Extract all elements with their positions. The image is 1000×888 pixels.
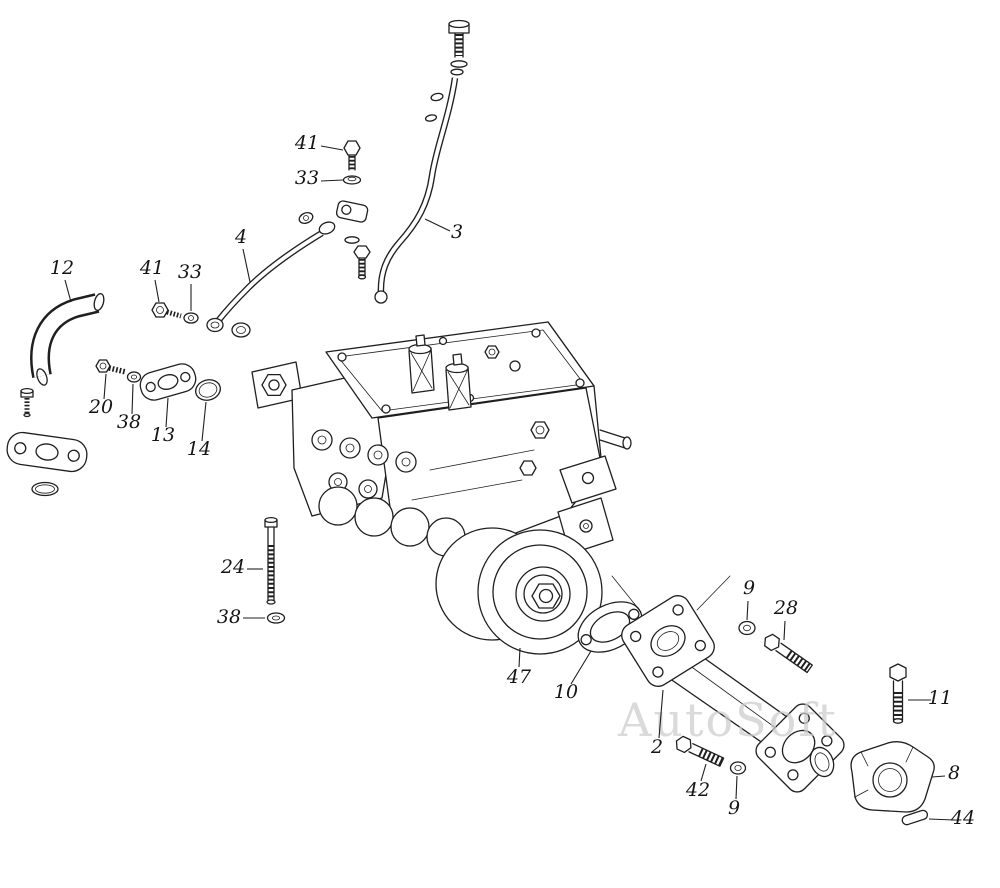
part-bolt-11 [889,663,907,724]
callout-label-2-15: 2 [650,736,663,758]
part-drive-coupling-47 [435,527,603,655]
callout-label-41-0: 41 [294,132,319,154]
callout-leader-14-10 [201,401,207,442]
part-banjo-fitting [335,200,369,223]
part-outlet-ring [809,746,835,778]
callout-leader-3-2 [424,218,451,232]
part-stud-24 [264,516,278,605]
callout-leader-12-4 [64,279,72,303]
callout-leader-20-7 [103,373,107,400]
callout-label-11-20: 11 [928,687,952,709]
part-banjo-bolt-lower [344,236,371,280]
part-top-banjo-bolt [448,19,470,76]
callout-label-12-4: 12 [50,257,74,279]
watermark-text: AutoSoft [617,693,838,747]
part-hose-12 [30,293,105,386]
callout-leader-10-14 [570,650,592,685]
part-washer-9-upper [738,620,756,636]
part-elbow-pipe-2 [611,575,845,793]
callout-label-8-21: 8 [948,762,960,784]
callout-leader-4-3 [242,248,251,283]
callout-leader-44-22 [928,818,955,821]
part-bolt-20 [95,359,127,375]
callout-label-42-16: 42 [685,779,710,801]
part-washer-38-left [126,371,142,383]
part-injector-tower-right [445,353,472,411]
part-bolt-28 [764,633,813,674]
part-clamp-8 [850,741,935,813]
callout-leader-28-19 [783,620,786,641]
part-gasket-14 [195,379,221,401]
callout-label-38-8: 38 [117,411,141,433]
part-key-44 [901,809,929,826]
callout-leader-2-15 [658,689,664,739]
part-bolt-left-small [20,387,34,418]
callout-leader-47-13 [518,647,521,668]
part-flange-plate-left [6,431,88,473]
callout-leader-38-8 [131,383,134,415]
callout-leader-41-5 [154,279,160,303]
callout-label-47-13: 47 [506,666,532,688]
callout-leader-33-1 [320,179,344,182]
callout-label-4-3: 4 [234,226,247,248]
part-flange-front [621,595,715,687]
callout-label-9-17: 9 [728,797,740,819]
part-washer-9-lower [729,761,747,775]
part-injector-tower-left [408,334,435,394]
callout-leader-8-21 [931,775,946,778]
callout-label-28-19: 28 [773,597,798,619]
callout-label-33-1: 33 [295,167,319,189]
callout-leader-13-9 [165,397,169,428]
callout-leader-9-17 [735,775,738,800]
callout-label-10-14: 10 [554,681,578,703]
part-washer-33-upper [342,175,362,185]
callout-leader-42-16 [700,763,707,782]
part-bolt-42 [675,735,725,767]
callout-label-41-5: 41 [139,257,164,279]
callout-label-3-2: 3 [451,221,463,243]
callout-label-44-22: 44 [950,807,975,829]
callout-label-24-11: 24 [220,556,245,578]
callout-label-20-7: 20 [88,396,113,418]
part-bolt-41-upper [343,140,361,171]
callout-leader-41-0 [320,145,344,151]
callout-label-38-12: 38 [217,606,241,628]
part-washer-38-bottom [266,612,286,624]
part-gasket-left [31,481,59,497]
callout-leader-9-18 [746,600,749,621]
callout-label-14-10: 14 [187,438,211,460]
callout-label-13-9: 13 [151,424,175,446]
part-flange-13 [139,363,197,401]
callout-label-33-6: 33 [178,261,202,283]
part-washer-33-left [183,312,199,324]
part-fuel-pipe-3 [374,77,459,304]
part-injection-pump-body [251,321,632,655]
part-union-rings [206,317,251,338]
callout-label-9-18: 9 [743,577,755,599]
part-fuel-pipe-4 [215,212,336,324]
part-bolt-41-left [151,302,182,319]
